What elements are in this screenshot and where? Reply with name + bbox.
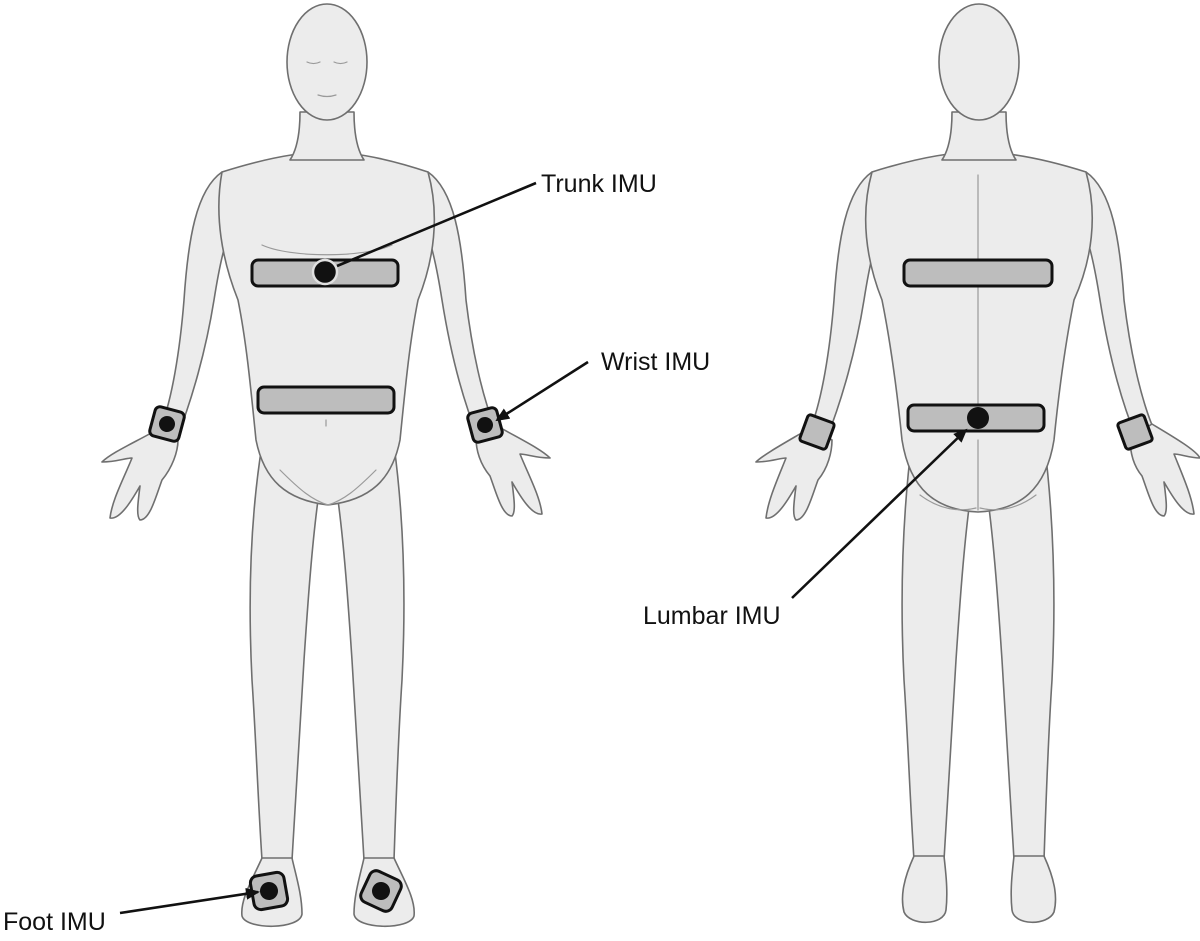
front-torso — [218, 151, 436, 506]
back-head — [938, 3, 1020, 121]
front-mouth — [317, 94, 337, 98]
front-sensors — [148, 258, 504, 913]
front-body-figure — [101, 3, 551, 928]
back-left-wrist-pad — [798, 413, 836, 451]
back-left-foot — [901, 855, 948, 923]
wrist-imu-label: Wrist IMU — [601, 348, 710, 376]
labels: Trunk IMU Wrist IMU Lumbar IMU Foot IMU — [3, 170, 781, 936]
back-body-figure — [755, 3, 1200, 923]
front-waist-strap — [256, 385, 396, 415]
front-neck — [289, 111, 365, 161]
back-right-foot — [1010, 855, 1057, 923]
front-left-hand — [101, 427, 179, 521]
back-right-gluteal-fold — [979, 494, 1037, 511]
front-right-leg — [337, 444, 405, 861]
lumbar-imu-sensor — [967, 407, 989, 429]
leader-lines — [119, 181, 968, 915]
back-sensors — [798, 258, 1154, 451]
back-left-hand — [755, 427, 833, 521]
trunk-imu-label: Trunk IMU — [541, 170, 657, 198]
back-right-hand — [1129, 423, 1200, 517]
front-right-foot-sensor — [359, 869, 403, 913]
lumbar-imu-label: Lumbar IMU — [643, 602, 781, 630]
back-chest-strap — [902, 258, 1054, 288]
back-left-gluteal-fold — [919, 494, 977, 511]
back-torso — [864, 151, 1094, 513]
foot-imu-leader — [119, 887, 260, 915]
front-eye-right — [333, 61, 348, 65]
back-neck — [941, 111, 1017, 161]
front-groin-line — [279, 469, 377, 506]
back-right-wrist-pad — [1116, 413, 1154, 451]
front-eye-left — [306, 61, 321, 65]
front-left-leg — [249, 444, 319, 861]
wrist-imu-leader — [495, 360, 589, 422]
front-right-hand — [475, 423, 551, 517]
trunk-imu-leader — [336, 181, 537, 268]
foot-imu-sensor — [248, 870, 290, 912]
trunk-imu-sensor — [311, 258, 339, 286]
front-left-wrist-sensor — [148, 405, 186, 443]
foot-imu-label: Foot IMU — [3, 908, 106, 936]
lumbar-imu-leader — [791, 428, 968, 599]
wrist-imu-sensor — [466, 406, 504, 444]
front-head — [286, 3, 368, 121]
